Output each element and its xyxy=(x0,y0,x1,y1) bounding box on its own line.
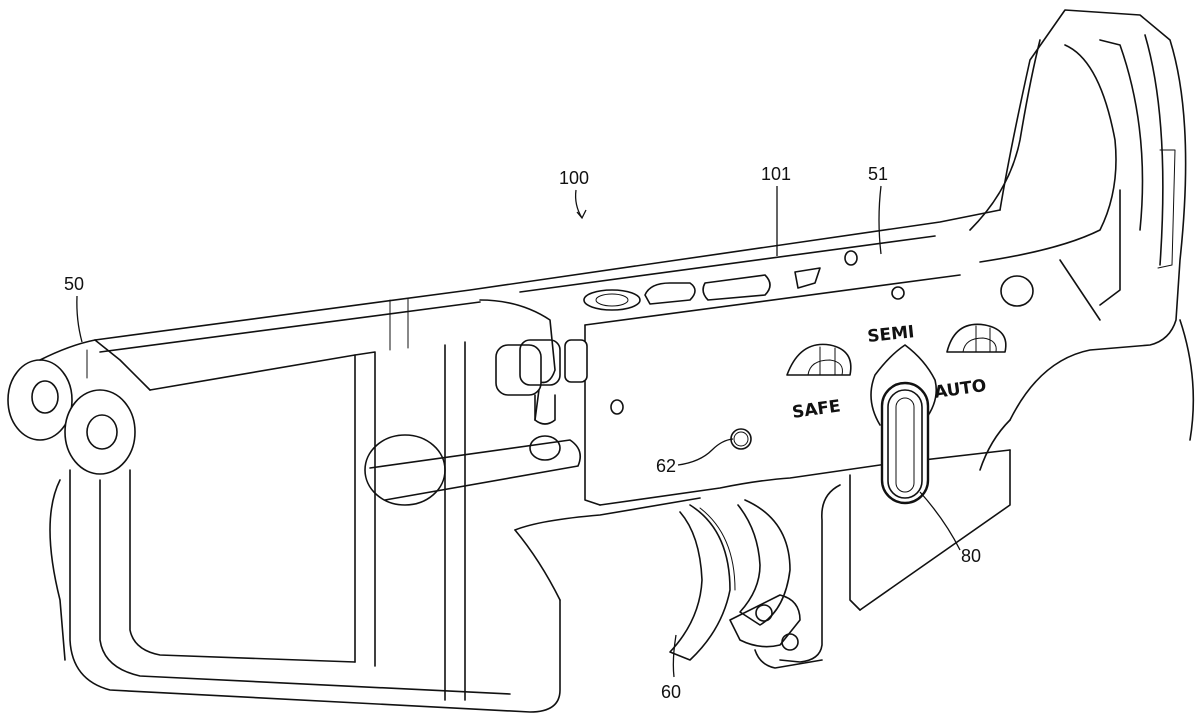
ref-label-60: 60 xyxy=(661,682,681,702)
arrow-icon xyxy=(574,189,587,220)
marking-safe: SAFE xyxy=(791,396,842,423)
ref-label-51: 51 xyxy=(868,164,888,184)
ref-label-62: 62 xyxy=(656,456,676,476)
ref-label-80: 80 xyxy=(961,546,981,566)
rail-openings xyxy=(583,250,905,311)
bolt-catch xyxy=(479,299,588,425)
ref-label-100: 100 xyxy=(559,168,589,188)
front-pivot-lugs xyxy=(7,339,151,475)
ref-label-50: 50 xyxy=(64,274,84,294)
marking-auto: AUTO xyxy=(933,376,988,403)
selector-windows xyxy=(786,323,1007,376)
trigger xyxy=(669,499,823,669)
receiver-body xyxy=(49,9,1195,713)
magazine-release xyxy=(364,434,581,506)
selector-lever xyxy=(870,344,938,505)
reference-labels: 100 101 51 50 62 80 60 xyxy=(64,164,981,702)
marking-semi: SEMI xyxy=(866,322,915,347)
ref-label-101: 101 xyxy=(761,164,791,184)
